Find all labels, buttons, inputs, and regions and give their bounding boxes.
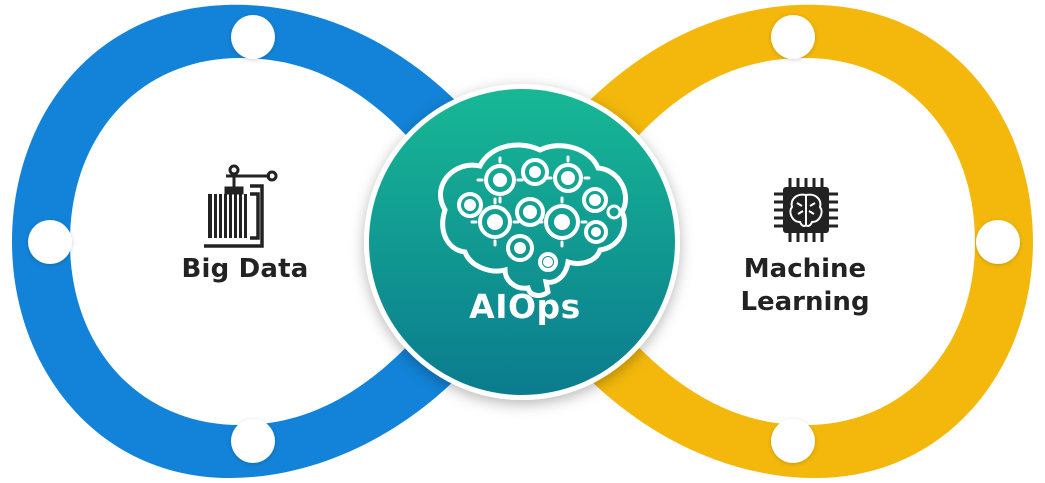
- ring-nodes: [28, 15, 1020, 463]
- aiops-center: [364, 84, 680, 400]
- clamp-press-icon: [204, 164, 278, 248]
- brain-chip-icon: [774, 178, 838, 242]
- ml-bottom-node: [771, 419, 815, 463]
- aiops-label: AIOps: [469, 287, 581, 326]
- big-data-top-node: [231, 15, 275, 59]
- machine-learning-label: Machine Learning: [700, 253, 910, 320]
- big-data-label: Big Data: [181, 254, 309, 284]
- aiops-circle: [369, 89, 675, 395]
- gear-brain-icon: [437, 142, 629, 298]
- big-data-bottom-node: [231, 419, 275, 463]
- machine-learning-label-line2: Learning: [740, 287, 870, 318]
- ml-top-node: [771, 15, 815, 59]
- ml-right-node: [976, 220, 1020, 264]
- machine-learning-label-line1: Machine: [743, 254, 867, 284]
- big-data-left-node: [28, 220, 72, 264]
